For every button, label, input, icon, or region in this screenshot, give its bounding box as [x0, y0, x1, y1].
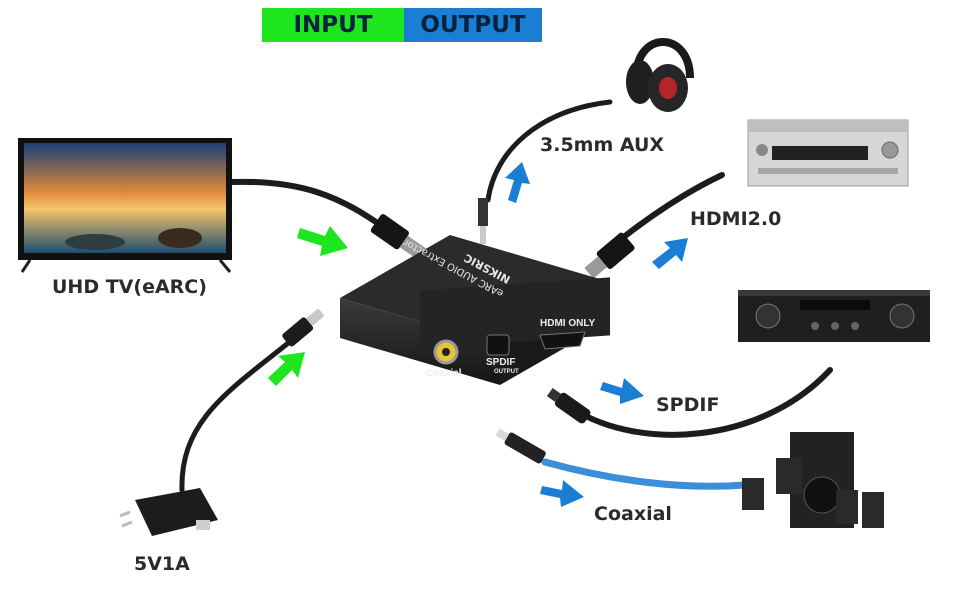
input-legend-label: INPUT — [293, 12, 373, 38]
hdmi-output-plug — [584, 232, 635, 279]
spdif-output-arrow — [600, 378, 644, 404]
coaxial-port-label: Coaxial — [426, 368, 462, 379]
input-legend: INPUT — [262, 8, 404, 42]
speaker-system-icon — [742, 432, 884, 528]
output-port-label: OUTPUT — [494, 369, 519, 375]
coaxial-output-arrow — [540, 480, 584, 507]
tv-label: UHD TV(eARC) — [52, 276, 207, 298]
spdif-port-label: SPDIF — [486, 357, 516, 368]
tv-hdmi-cable — [229, 178, 393, 235]
spdif-cable — [572, 367, 833, 438]
tv-input-arrow — [297, 226, 348, 256]
output-arrows — [505, 162, 688, 507]
coaxial-plug — [495, 428, 546, 464]
hdmi-port-label: HDMI ONLY — [540, 318, 596, 329]
input-arrows — [268, 226, 348, 386]
aux-plug — [478, 198, 488, 244]
power-cable — [179, 337, 295, 493]
output-legend: OUTPUT — [404, 8, 542, 42]
coaxial-label: Coaxial — [594, 503, 672, 525]
headphones-icon — [626, 38, 694, 112]
tv-icon — [18, 138, 232, 273]
extractor-device — [340, 235, 610, 385]
power-label: 5V1A — [134, 553, 190, 575]
spdif-plug — [546, 387, 591, 424]
power-adapter-icon — [119, 488, 218, 536]
aux-cable — [485, 99, 613, 203]
aux-output-arrow — [505, 162, 530, 203]
hdmi-label: HDMI2.0 — [690, 208, 782, 230]
power-input-arrow — [268, 352, 305, 386]
hdmi-output-arrow — [652, 238, 688, 269]
av-receiver-icon — [747, 119, 909, 187]
aux-label: 3.5mm AUX — [540, 134, 665, 156]
amplifier-icon — [738, 290, 930, 342]
spdif-label: SPDIF — [656, 394, 720, 416]
output-legend-label: OUTPUT — [420, 12, 526, 38]
usb-c-plug — [282, 308, 324, 347]
coax-cable — [541, 458, 749, 490]
cables — [179, 99, 833, 493]
